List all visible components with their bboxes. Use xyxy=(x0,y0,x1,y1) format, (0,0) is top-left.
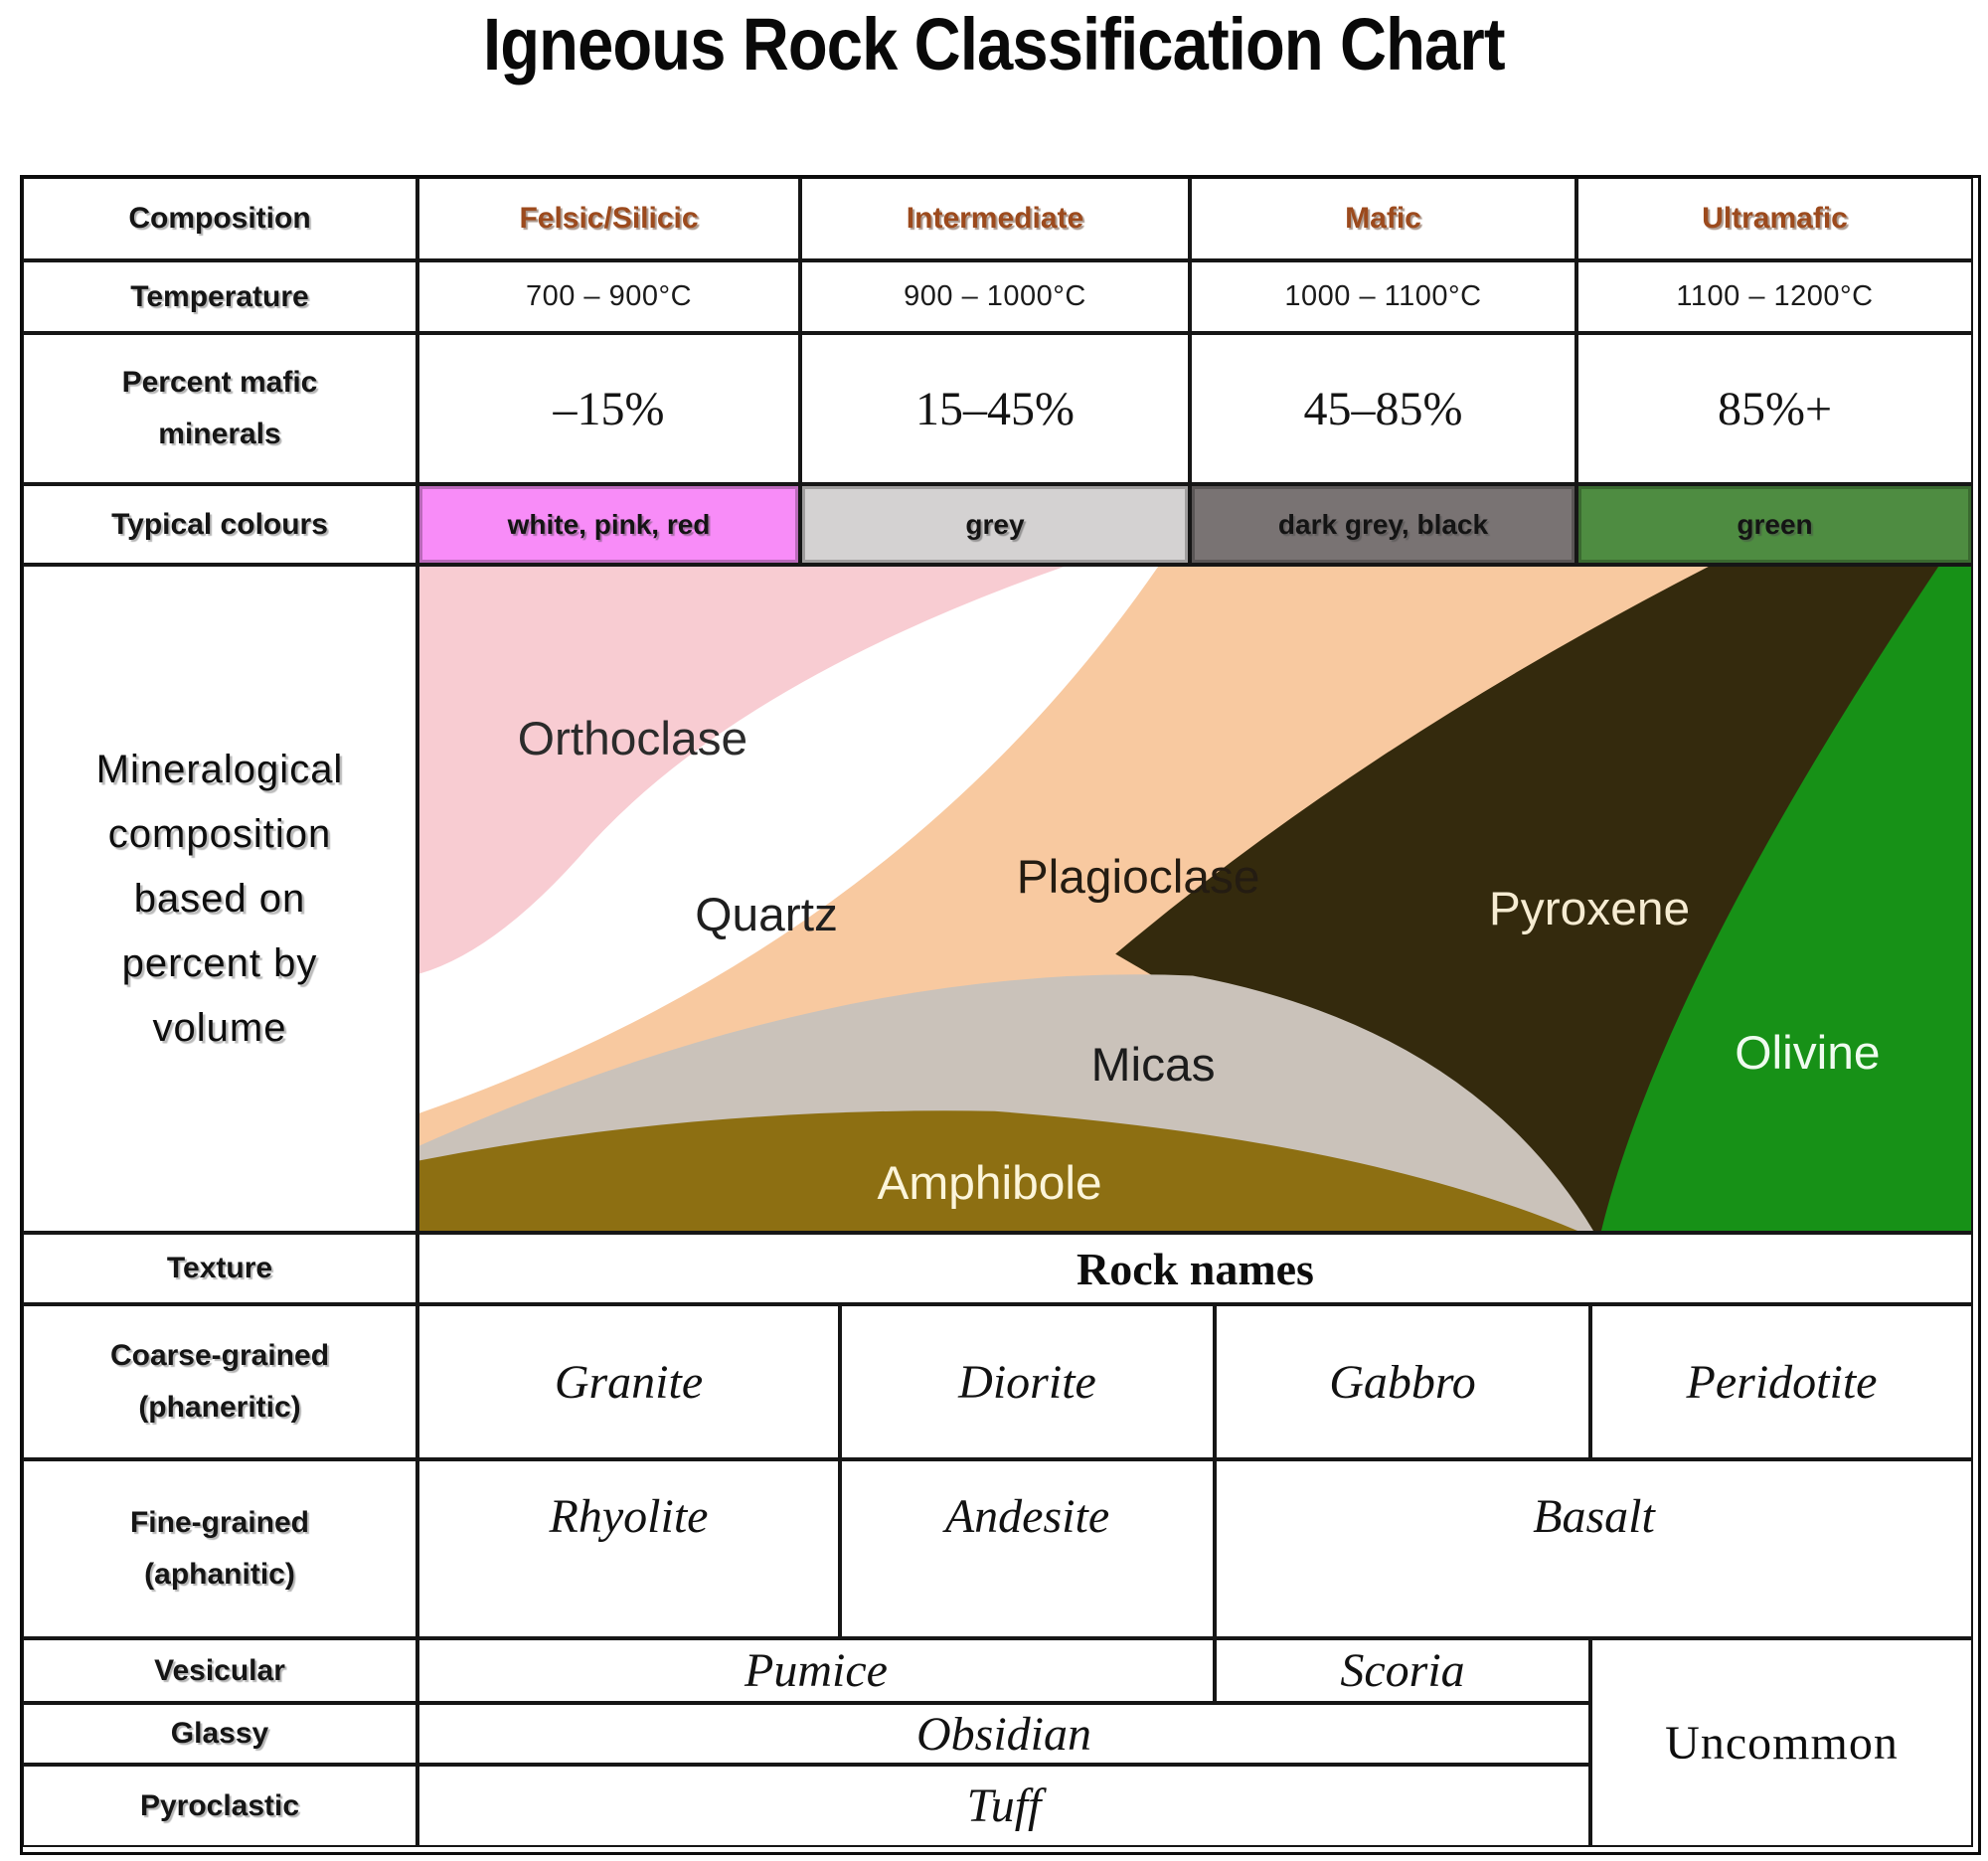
rock-granite: Granite xyxy=(417,1304,840,1459)
row-label-pyroclastic: Pyroclastic xyxy=(22,1765,417,1847)
typical-colour-intermediate: grey xyxy=(800,484,1190,565)
mineralogical-line-1: Mineralogical xyxy=(95,747,344,791)
rock-scoria: Scoria xyxy=(1215,1638,1590,1703)
percent-mafic-mafic: 45–85% xyxy=(1190,333,1576,484)
orthoclase-region xyxy=(419,567,1065,974)
row-label-fine-grained: Fine-grained (aphanitic) xyxy=(22,1459,417,1638)
rock-uncommon: Uncommon xyxy=(1590,1638,1973,1847)
row-label-temperature: Temperature xyxy=(22,260,417,333)
colour-swatch-ultramafic xyxy=(1578,486,1971,563)
page-title: Igneous Rock Classification Chart xyxy=(0,2,1988,86)
row-label-composition: Composition xyxy=(22,177,417,260)
percent-mafic-felsic: –15% xyxy=(417,333,800,484)
row-label-fine-grained-text: Fine-grained (aphanitic) xyxy=(129,1505,309,1592)
amphibole-region xyxy=(419,1110,1578,1231)
rock-rhyolite: Rhyolite xyxy=(417,1459,840,1638)
temperature-intermediate: 900 – 1000°C xyxy=(800,260,1190,333)
col-header-felsic: Felsic/Silicic xyxy=(417,177,800,260)
typical-colour-ultramafic: green xyxy=(1576,484,1973,565)
col-header-intermediate: Intermediate xyxy=(800,177,1190,260)
row-label-mineralogical: Mineralogical composition based on perce… xyxy=(22,565,417,1233)
mineralogical-line-5: volume xyxy=(152,1005,287,1050)
rock-names-header: Rock names xyxy=(417,1233,1973,1304)
col-header-ultramafic: Ultramafic xyxy=(1576,177,1973,260)
temperature-ultramafic: 1100 – 1200°C xyxy=(1576,260,1973,333)
col-header-mafic: Mafic xyxy=(1190,177,1576,260)
row-label-mineralogical-text: Mineralogical composition based on perce… xyxy=(96,748,344,1051)
percent-mafic-ultramafic: 85%+ xyxy=(1576,333,1973,484)
row-label-glassy: Glassy xyxy=(22,1703,417,1765)
row-label-typical-colours: Typical colours xyxy=(22,484,417,565)
row-label-texture: Texture xyxy=(22,1233,417,1304)
typical-colour-mafic-text: dark grey, black xyxy=(1277,508,1489,540)
rock-tuff: Tuff xyxy=(417,1765,1590,1847)
colour-swatch-intermediate xyxy=(802,486,1188,563)
typical-colour-mafic: dark grey, black xyxy=(1190,484,1576,565)
temperature-felsic: 700 – 900°C xyxy=(417,260,800,333)
row-label-vesicular: Vesicular xyxy=(22,1638,417,1703)
temperature-mafic: 1000 – 1100°C xyxy=(1190,260,1576,333)
colour-swatch-felsic xyxy=(419,486,798,563)
row-label-percent-mafic: Percent mafic minerals xyxy=(22,333,417,484)
row-label-coarse-grained-text: Coarse-grained (phaneritic) xyxy=(109,1338,330,1425)
typical-colour-felsic: white, pink, red xyxy=(417,484,800,565)
page-title-text: Igneous Rock Classification Chart xyxy=(483,3,1505,85)
percent-mafic-intermediate: 15–45% xyxy=(800,333,1190,484)
olivine-region xyxy=(1600,567,1971,1231)
rock-obsidian: Obsidian xyxy=(417,1703,1590,1765)
rock-basalt: Basalt xyxy=(1215,1459,1973,1638)
rock-andesite: Andesite xyxy=(840,1459,1215,1638)
mineral-composition-diagram: Orthoclase Quartz Plagioclase Pyroxene M… xyxy=(417,565,1973,1233)
rock-gabbro: Gabbro xyxy=(1215,1304,1590,1459)
row-label-coarse-grained: Coarse-grained (phaneritic) xyxy=(22,1304,417,1459)
rock-pumice: Pumice xyxy=(417,1638,1215,1703)
row-label-percent-mafic-text: Percent mafic minerals xyxy=(121,365,318,451)
mineralogical-line-3: based on xyxy=(133,876,306,921)
rock-peridotite: Peridotite xyxy=(1590,1304,1973,1459)
typical-colour-intermediate-text: grey xyxy=(965,508,1025,540)
rock-diorite: Diorite xyxy=(840,1304,1215,1459)
typical-colour-felsic-text: white, pink, red xyxy=(507,508,711,540)
mineralogical-line-4: percent by xyxy=(121,940,318,985)
typical-colour-ultramafic-text: green xyxy=(1737,508,1813,540)
mineralogical-line-2: composition xyxy=(107,811,332,856)
mineral-composition-svg: Orthoclase Quartz Plagioclase Pyroxene M… xyxy=(419,567,1971,1231)
colour-swatch-mafic xyxy=(1192,486,1574,563)
